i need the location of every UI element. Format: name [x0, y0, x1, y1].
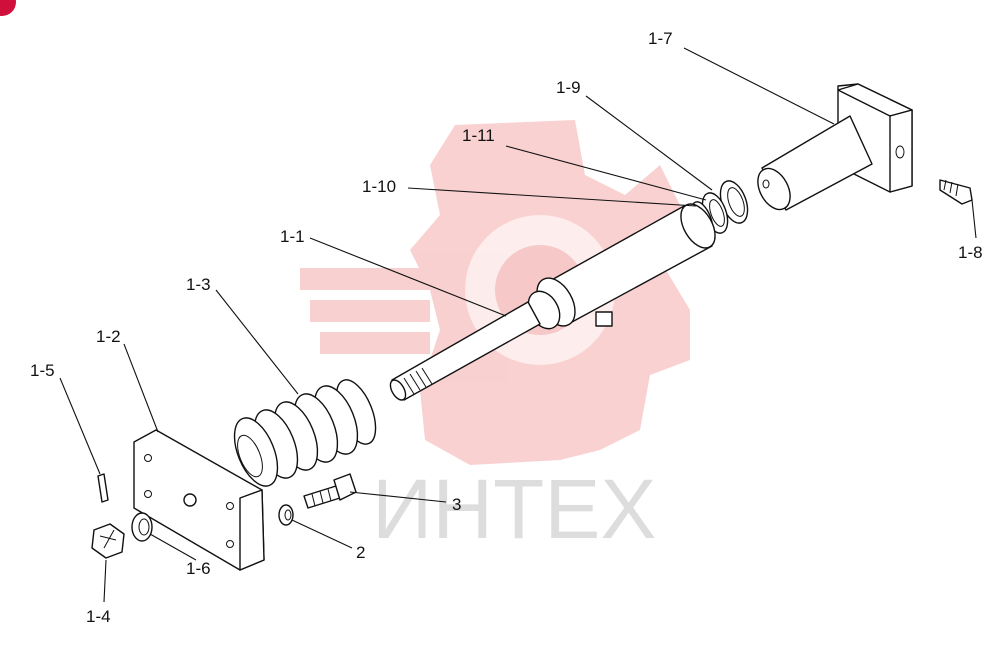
- leader-1-4: [103, 559, 107, 603]
- watermark-text: ИНТЕХ: [372, 462, 656, 556]
- leader-lines: [59, 47, 977, 603]
- leader-1-9: [585, 95, 713, 191]
- leader-1-1: [309, 237, 507, 317]
- part-cylinder-1-1: [389, 203, 716, 401]
- part-bolt-3: [303, 473, 357, 509]
- callout-1-10: 1-10: [362, 177, 396, 196]
- callout-2: 2: [356, 543, 365, 562]
- part-cotter-pin-1-5: [97, 473, 109, 503]
- callout-labels: 1-7 1-9 1-11 1-10 1-1 1-3 1-2 1-5 1-8 3 …: [30, 29, 983, 626]
- leader-1-10: [407, 187, 697, 207]
- part-washer-2: [278, 504, 294, 526]
- leader-1-2: [123, 343, 159, 433]
- leader-1-11: [505, 145, 707, 201]
- callout-1-1: 1-1: [280, 227, 305, 246]
- callout-1-3: 1-3: [186, 275, 211, 294]
- part-nut-1-4: [91, 523, 125, 559]
- leader-1-3: [215, 289, 299, 395]
- leader-2: [291, 519, 353, 549]
- leader-1-5: [59, 377, 101, 475]
- callout-1-8: 1-8: [958, 243, 983, 262]
- part-spring-1-3: [233, 379, 377, 487]
- callout-1-5: 1-5: [30, 361, 55, 380]
- callout-1-7: 1-7: [648, 29, 673, 48]
- part-plate-1-2: [133, 429, 265, 571]
- callout-1-9: 1-9: [556, 78, 581, 97]
- part-bracket-1-7: [757, 83, 913, 211]
- part-washer-1-6: [131, 512, 153, 542]
- leader-1-8: [971, 199, 977, 239]
- callout-1-11: 1-11: [462, 126, 495, 145]
- leader-1-7: [683, 47, 835, 125]
- part-bolt-1-8: [939, 179, 973, 205]
- leader-3: [349, 491, 447, 503]
- corner-badge: [0, 0, 16, 16]
- callout-1-6: 1-6: [186, 559, 211, 578]
- callout-1-2: 1-2: [96, 327, 121, 346]
- leader-1-6: [149, 533, 197, 561]
- callout-3: 3: [452, 495, 461, 514]
- callout-1-4: 1-4: [86, 607, 111, 626]
